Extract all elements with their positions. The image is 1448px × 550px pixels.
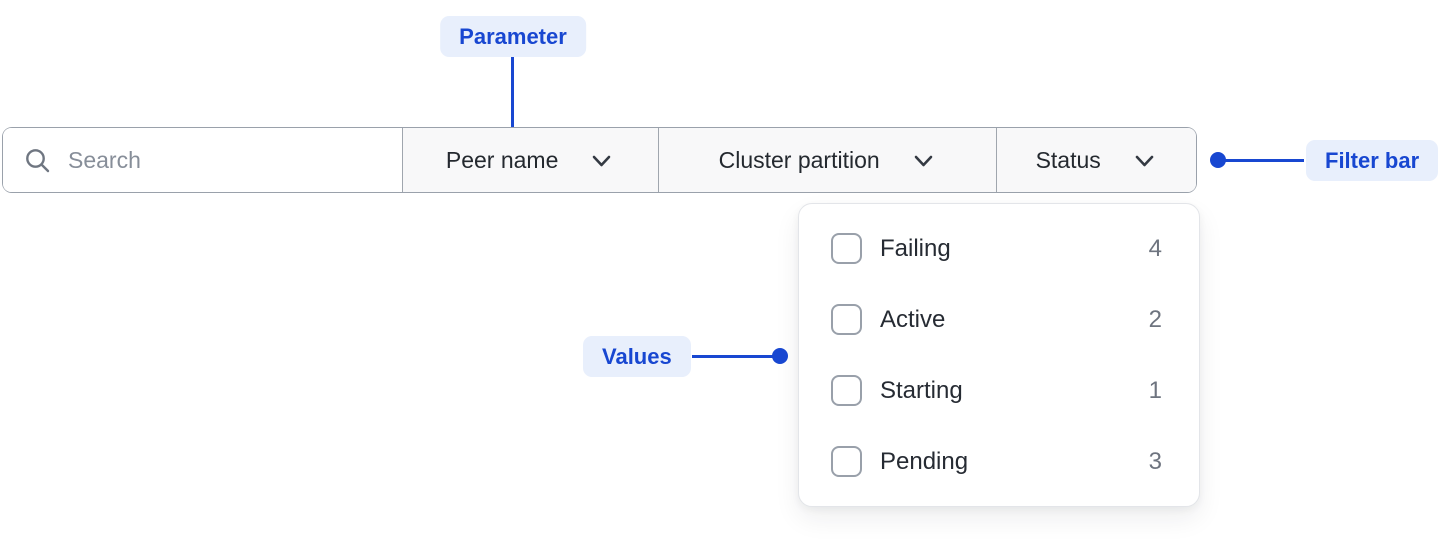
option-count: 2 (1148, 305, 1162, 333)
dropdown-peer-name[interactable]: Peer name (402, 128, 658, 192)
search-field[interactable] (3, 128, 403, 192)
search-icon (26, 148, 50, 172)
filter-bar: Peer name Cluster partition Status (2, 127, 1197, 193)
parameter-annotation-badge: Parameter (440, 16, 586, 57)
chevron-down-icon (1135, 155, 1154, 166)
option-count: 1 (1148, 376, 1162, 404)
dropdown-cluster-partition-label: Cluster partition (718, 146, 880, 173)
filter-bar-connector-dot (1210, 152, 1226, 168)
chevron-down-icon (593, 155, 611, 166)
values-annotation-badge: Values (583, 336, 691, 377)
values-connector-line (692, 355, 774, 358)
status-option-failing[interactable]: Failing 4 (799, 213, 1199, 284)
chevron-down-icon (914, 155, 932, 166)
status-option-active[interactable]: Active 2 (799, 284, 1199, 355)
option-label: Starting (880, 376, 963, 404)
status-option-pending[interactable]: Pending 3 (799, 426, 1199, 497)
checkbox-starting[interactable] (831, 375, 862, 406)
dropdown-peer-name-label: Peer name (445, 146, 559, 173)
option-label: Pending (880, 447, 969, 475)
parameter-connector-line (511, 57, 514, 137)
option-label: Active (880, 305, 946, 333)
dropdown-status[interactable]: Status (996, 128, 1196, 192)
filter-bar-annotation-badge: Filter bar (1306, 140, 1439, 181)
checkbox-pending[interactable] (831, 446, 862, 477)
dropdown-status-label: Status (1035, 146, 1101, 173)
values-connector-dot (772, 348, 788, 364)
search-input[interactable] (66, 145, 370, 175)
option-count: 3 (1148, 447, 1162, 475)
option-label: Failing (880, 234, 951, 262)
dropdown-cluster-partition[interactable]: Cluster partition (657, 128, 997, 192)
checkbox-failing[interactable] (831, 233, 862, 264)
filter-bar-connector-line (1224, 159, 1304, 162)
option-count: 4 (1148, 234, 1162, 262)
status-option-starting[interactable]: Starting 1 (799, 355, 1199, 426)
status-dropdown-panel: Failing 4 Active 2 Starting 1 Pending 3 (798, 203, 1200, 507)
checkbox-active[interactable] (831, 304, 862, 335)
